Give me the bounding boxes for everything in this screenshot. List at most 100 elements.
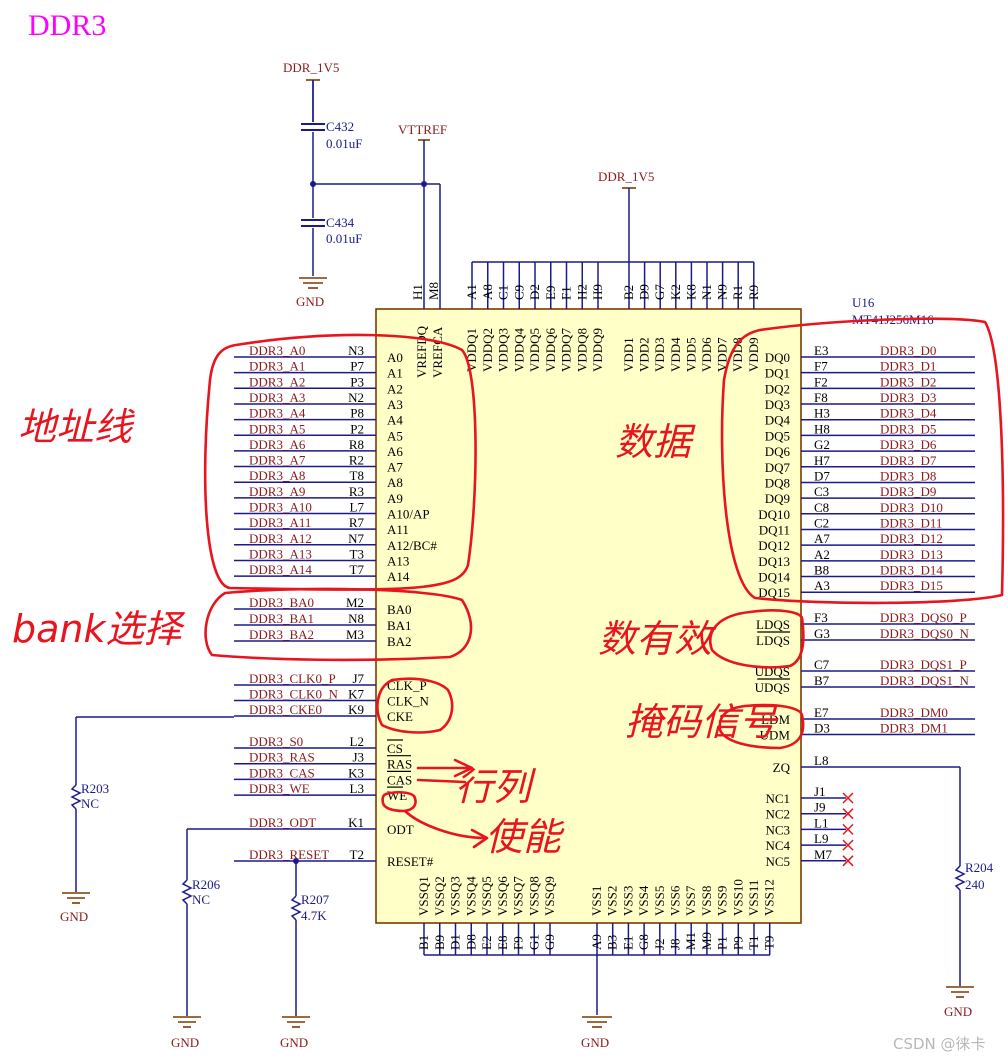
pin-name-left_bank-0: BA0 [387, 602, 412, 617]
pin-name-left_addr-3: A3 [387, 397, 403, 412]
pin-num-left_misc-1: T2 [350, 847, 364, 862]
pin-num-right_dq-15: A3 [814, 578, 830, 593]
pin-num-right_dq-11: C2 [814, 515, 829, 530]
net-label-left_addr-3: DDR3_A3 [249, 390, 305, 405]
net-label-left_addr-14: DDR3_A14 [249, 562, 312, 577]
pin-num-top_pins_vdd-2: G7 [652, 284, 667, 300]
pin-num-left_addr-7: R2 [349, 453, 364, 468]
pin-num-left_addr-12: N7 [348, 531, 364, 546]
pin-num-bottom_pins_vss-10: T1 [746, 936, 761, 950]
cap-c432-ref: C432 [326, 119, 354, 134]
no-connect-mark-2 [842, 823, 854, 835]
pin-name-right_dq-12: DQ12 [758, 538, 790, 553]
pin-name-top_pins_vddq-3: VDDQ4 [511, 327, 526, 372]
bottom-ground-rail: GND [424, 954, 770, 1050]
pin-name-bottom_pins_vssq-8: VSSQ9 [542, 876, 557, 916]
net-label-left_addr-2: DDR3_A2 [249, 374, 305, 389]
pin-num-bottom_pins_vss-5: J8 [668, 938, 683, 950]
pin-name-left_addr-12: A12/BC# [387, 538, 437, 553]
annotation-rowcol: 行列 [455, 765, 537, 809]
pin-num-right_dqs-1: G3 [814, 626, 830, 641]
pin-num-bottom_pins_vss-4: J2 [652, 938, 667, 950]
pin-num-top_pins_vdd-4: K8 [683, 284, 698, 300]
annotation-data: 数据 [615, 420, 696, 464]
pin-num-top_pins_vddq-5: E9 [543, 286, 558, 300]
pin-num-top_pins_vdd-3: K2 [668, 284, 683, 300]
pin-name-bottom_pins_vss-2: VSS3 [620, 886, 635, 916]
net-label-left_addr-6: DDR3_A6 [249, 437, 306, 452]
pin-name-left_addr-6: A6 [387, 444, 403, 459]
net-label-left_cmd-2: DDR3_CAS [249, 765, 315, 780]
r206-value: NC [192, 892, 210, 907]
pin-num-top_pins_vdd-6: N9 [715, 284, 730, 300]
pin-num-left_misc-0: K1 [348, 815, 364, 830]
r207-ref: R207 [301, 892, 330, 907]
pin-name-bottom_pins_vssq-1: VSSQ2 [432, 876, 447, 916]
net-label-right_dq-13: DDR3_D13 [880, 547, 943, 562]
net-label-right_dq-6: DDR3_D6 [880, 437, 937, 452]
pin-name-left_bank-2: BA2 [387, 634, 412, 649]
pin-num-left_addr-8: T8 [350, 468, 364, 483]
dqs-circle [709, 609, 805, 669]
pin-name-bottom_pins_vss-1: VSS2 [605, 886, 620, 916]
pin-name-top_pins_vddq-8: VDDQ9 [590, 328, 605, 372]
net-label-left_addr-1: DDR3_A1 [249, 359, 305, 374]
gnd-label-r206: GND [171, 1035, 199, 1050]
pin-num-left_bank-0: M2 [346, 595, 364, 610]
pin-num-bottom_pins_vssq-1: B9 [432, 935, 447, 950]
pin-name-left_clk-2: CKE [387, 709, 413, 724]
r204-value: 240 [965, 877, 985, 892]
pin-num-left_addr-2: P3 [350, 374, 364, 389]
pin-name-bottom_pins_vssq-6: VSSQ7 [511, 876, 526, 916]
pin-name-top_pins_vddq-6: VDDQ7 [559, 327, 574, 372]
odt-pulldown: R206 NC GND [171, 828, 234, 1050]
annotation-mask: 掩码信号 [625, 700, 779, 744]
pin-name-top_pins_vdd-0: VDD1 [621, 337, 636, 372]
pin-name-bottom_pins_vss-6: VSS7 [683, 885, 698, 916]
pin-num-left_clk-0: J7 [352, 671, 364, 686]
pin-name-nc-2: NC3 [765, 822, 790, 837]
annotation-bank: bank选择 [12, 607, 185, 651]
pin-num-right_dqs-2: C7 [814, 657, 830, 672]
pin-name-top_pins_vddq-7: VDDQ8 [574, 328, 589, 372]
pin-num-bottom_pins_vssq-5: E8 [495, 936, 510, 950]
pin-num-bottom_pins_vss-6: M1 [683, 932, 698, 950]
enable-arrow [403, 809, 489, 849]
pin-name-bottom_pins_vss-7: VSS8 [699, 886, 714, 916]
net-label-left_addr-12: DDR3_A12 [249, 531, 312, 546]
pin-num-right_dq-12: A7 [814, 531, 830, 546]
pin-name-left_addr-5: A5 [387, 428, 403, 443]
net-label-left_cmd-3: DDR3_WE [249, 781, 310, 796]
pin-num-right_dq-6: G2 [814, 437, 830, 452]
pin-num-nc-0: J1 [814, 784, 826, 799]
watermark: CSDN @徕卡 [893, 1035, 986, 1053]
annotation-strobe: 数有效 [598, 617, 717, 661]
pin-num-top_pins_vddq-6: F1 [559, 286, 574, 300]
pin-name-nc-4: NC5 [765, 854, 790, 869]
pin-num-bottom_pins_vss-3: G8 [636, 934, 651, 950]
pin-name-left_addr-9: A9 [387, 491, 403, 506]
pin-num-bottom_pins_vss-2: E1 [620, 936, 635, 950]
pin-num-bottom_pins_vss-9: P9 [730, 936, 745, 950]
pin-name-right_dq-5: DQ5 [765, 428, 790, 443]
pin-name-left_addr-11: A11 [387, 522, 409, 537]
pin-name-bottom_pins_vssq-3: VSSQ4 [463, 876, 478, 916]
pin-name-right_dqs-3: UDQS [755, 680, 790, 695]
pin-num-left_addr-3: N2 [348, 390, 364, 405]
pin-num-zq: L8 [814, 753, 828, 768]
pin-name-bottom_pins_vssq-2: VSSQ3 [448, 876, 463, 916]
pin-num-left_cmd-0: L2 [350, 734, 364, 749]
pin-name-nc-0: NC1 [765, 791, 790, 806]
net-label-right_dqs-2: DDR3_DQS1_P [880, 657, 967, 672]
pin-name-nc-3: NC4 [765, 838, 790, 853]
pin-num-left_clk-1: K7 [348, 687, 364, 702]
pin-name-bottom_pins_vss-8: VSS9 [715, 886, 730, 916]
pin-name-right_dqs-1: LDQS [756, 633, 790, 648]
pin-num-right_dm-1: D3 [814, 721, 830, 736]
net-label-left_addr-11: DDR3_A11 [249, 515, 311, 530]
pin-name-left_bank-1: BA1 [387, 618, 412, 633]
r206-ref: R206 [192, 877, 221, 892]
pin-num-top_pins_left-1: M8 [426, 282, 441, 300]
